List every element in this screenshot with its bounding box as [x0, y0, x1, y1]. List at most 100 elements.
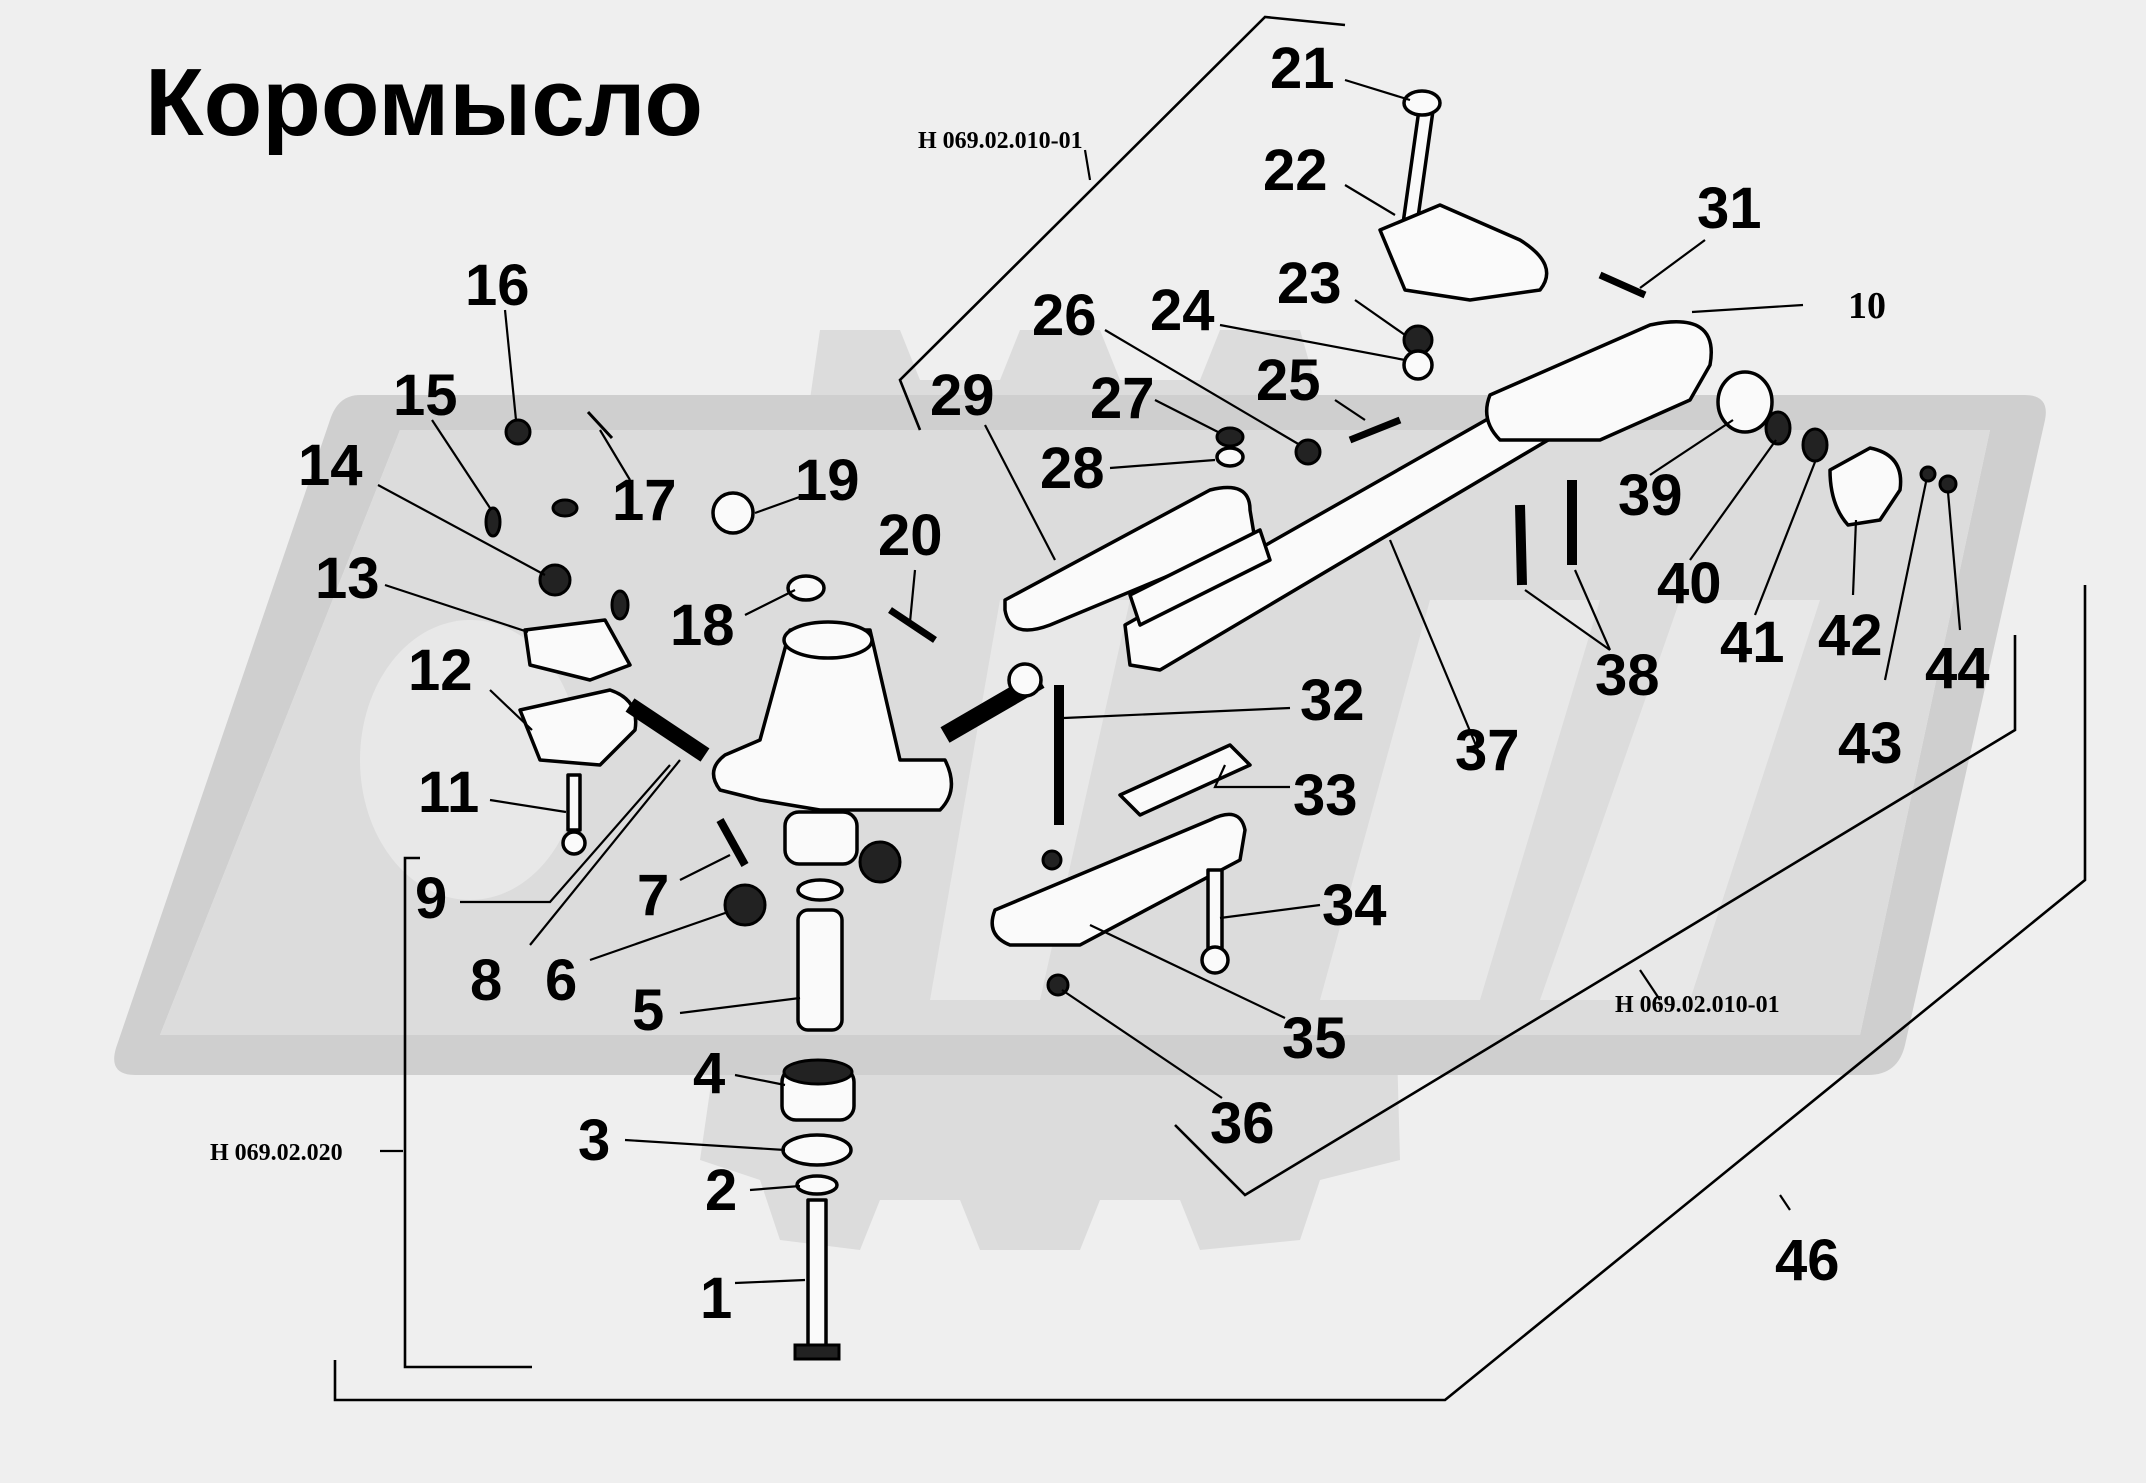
- callout-46: 46: [1775, 1228, 1840, 1293]
- leader-32: [1063, 706, 1291, 720]
- part-15-plug: [484, 506, 502, 538]
- part-rocker-bracket: [711, 628, 954, 812]
- leader-15: [431, 419, 491, 509]
- leader-10: [1691, 303, 1804, 314]
- part-13-plate: [523, 618, 632, 682]
- part-small-plug: [551, 498, 579, 518]
- callout-27: 27: [1090, 366, 1155, 431]
- callout-3: 3: [578, 1108, 610, 1173]
- callout-36: 36: [1210, 1091, 1275, 1156]
- callout-15: 15: [393, 363, 458, 428]
- leader-42: [1851, 519, 1858, 596]
- callout-24: 24: [1150, 278, 1215, 343]
- callout-33: 33: [1293, 763, 1358, 828]
- callout-14: 14: [298, 433, 363, 498]
- assembly-brackets: [333, 15, 2087, 1402]
- part-5-sleeve: [796, 908, 844, 1032]
- callout-44: 44: [1925, 636, 1990, 701]
- callout-29: 29: [930, 363, 995, 428]
- leader-8: [529, 759, 681, 946]
- callout-28: 28: [1040, 436, 1105, 501]
- leader-11: [489, 798, 567, 814]
- callout-10: 10: [1848, 285, 1886, 327]
- bracket-lower: [1174, 635, 2017, 1197]
- assembly-code-upper: Н 069.02.010-01: [918, 128, 1083, 154]
- callout-7: 7: [637, 863, 669, 928]
- leader-35: [1089, 924, 1286, 1019]
- part-39-bushing: [1716, 370, 1774, 434]
- part-nut-small: [1041, 849, 1063, 871]
- part-34-bolt-head: [1200, 945, 1230, 975]
- leader-23: [1354, 299, 1406, 336]
- page-title: Коромысло: [145, 49, 703, 156]
- callout-19: 19: [795, 448, 860, 513]
- part-tie-rod-ball: [1007, 662, 1043, 698]
- leader-6: [589, 910, 729, 962]
- part-37-beam-block: [1128, 528, 1272, 627]
- part-7-pin: [716, 818, 749, 867]
- part-19-nut: [711, 491, 755, 535]
- part-44-nut: [1938, 474, 1958, 494]
- bracket-upper: [898, 15, 1346, 431]
- part-31-bolt: [1598, 271, 1647, 299]
- leader-43: [1883, 481, 1928, 681]
- callout-21: 21: [1270, 36, 1335, 101]
- leader-40: [1689, 439, 1777, 561]
- leader-14: [377, 484, 546, 576]
- leader-17: [599, 429, 631, 481]
- bracket-46: [333, 585, 2087, 1402]
- callout-4: 4: [693, 1041, 725, 1106]
- leader-18: [744, 589, 796, 616]
- leader-13: [384, 583, 529, 634]
- leader-37: [1388, 539, 1482, 756]
- code-leader-lower: [1639, 969, 1661, 1001]
- part-upper-bearing: [783, 810, 859, 866]
- part-35-lower-arm: [990, 812, 1247, 947]
- leader-25: [1334, 399, 1366, 421]
- part-3-washer: [781, 1133, 853, 1167]
- callout-39: 39: [1618, 463, 1683, 528]
- assembly-code-left: Н 069.02.020: [210, 1140, 343, 1166]
- part-5-ring: [796, 878, 844, 902]
- part-6-nut-2: [858, 840, 902, 884]
- part-43-washer: [1919, 465, 1937, 483]
- part-33-plate: [1118, 743, 1252, 817]
- callout-22: 22: [1263, 138, 1328, 203]
- watermark-letter-e: [1320, 600, 1600, 1000]
- callout-23: 23: [1277, 251, 1342, 316]
- leader-31: [1639, 239, 1706, 289]
- part-41-ring: [1801, 427, 1829, 463]
- leader-9: [460, 764, 671, 904]
- part-11-screw: [566, 773, 582, 832]
- code-leader-upper: [1083, 149, 1092, 181]
- bracket-left: [403, 856, 532, 1369]
- part-42-flange: [1828, 446, 1903, 527]
- callout-8: 8: [470, 948, 502, 1013]
- part-1-bolt-head: [793, 1343, 841, 1361]
- callout-17: 17: [612, 468, 677, 533]
- callout-25: 25: [1256, 348, 1321, 413]
- callout-31: 31: [1697, 176, 1762, 241]
- parts: [484, 89, 1958, 1361]
- part-24-nut: [1402, 349, 1434, 381]
- callout-6: 6: [545, 948, 577, 1013]
- leader-33: [1213, 764, 1290, 789]
- watermark-letter-o: [360, 620, 580, 900]
- part-12-lever-arm: [625, 698, 710, 762]
- part-17-pin: [586, 410, 614, 440]
- part-16-nut: [504, 418, 532, 446]
- leader-24: [1219, 323, 1406, 362]
- callout-18: 18: [670, 593, 735, 658]
- callout-43: 43: [1838, 711, 1903, 776]
- callout-42: 42: [1818, 603, 1883, 668]
- leader-1: [734, 1278, 806, 1285]
- part-25-pin: [1348, 416, 1402, 444]
- leader-44: [1946, 491, 1962, 631]
- leader-39: [1649, 419, 1734, 476]
- part-21-bolt-head: [1402, 89, 1442, 117]
- part-small-plug-2: [610, 589, 630, 621]
- part-rocker-boss: [782, 620, 874, 660]
- leader-36: [1061, 989, 1223, 1099]
- callout-32: 32: [1300, 668, 1365, 733]
